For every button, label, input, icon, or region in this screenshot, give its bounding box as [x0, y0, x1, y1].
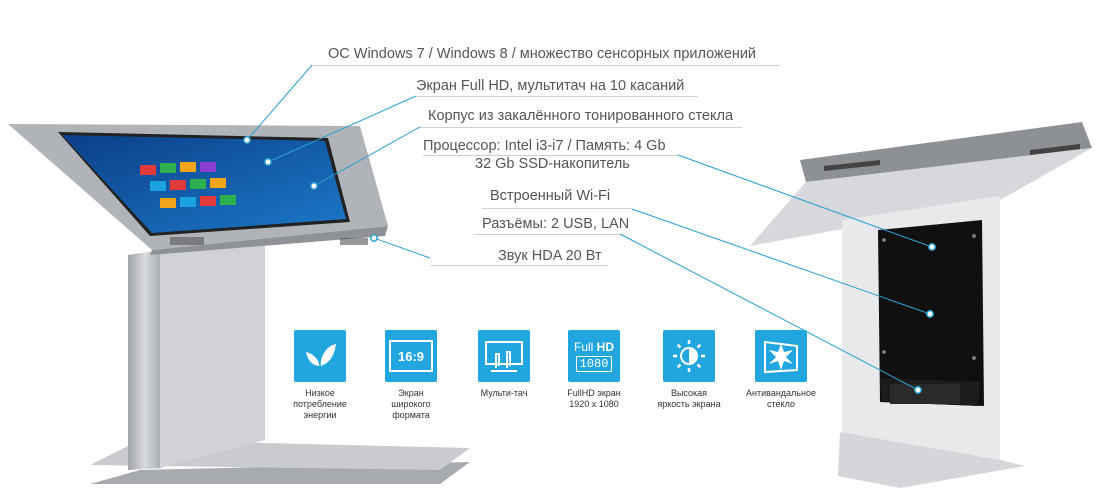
callout-audio: Звук HDA 20 Вт: [498, 248, 602, 264]
screen-tiles: [140, 162, 236, 208]
feature-label: Высокая яркость экрана: [657, 388, 721, 409]
callout-case-underline: [420, 127, 742, 128]
feature-label: FullHD экран 1920 x 1080: [567, 388, 621, 409]
feature-low-power: Низкое потребление энергии: [275, 330, 365, 421]
callout-screen: Экран Full HD, мультитач на 10 касаний: [416, 78, 685, 94]
brightness-icon: [663, 330, 715, 382]
feature-shatterproof: Антивандальное стекло: [736, 330, 826, 410]
aspect-16-9-icon: 16:9: [385, 330, 437, 382]
callout-cpu: Процессор: Intel i3-i7 / Память: 4 Gb: [423, 138, 666, 154]
callout-ssd: 32 Gb SSD-накопитель: [475, 156, 630, 172]
feature-widescreen: 16:9 Экран широкого формата: [366, 330, 456, 421]
feature-multitouch: Мульти-тач: [459, 330, 549, 399]
callout-os: ОС Windows 7 / Windows 8 / множество сен…: [328, 46, 757, 62]
feature-label: Экран широкого формата: [391, 388, 431, 420]
callout-audio-underline: [430, 265, 608, 266]
feature-label: Мульти-тач: [480, 388, 528, 398]
full-hd-badge-1080: 1080: [575, 355, 613, 372]
leader-markers: [243, 136, 936, 394]
leaf-icon: [294, 330, 346, 382]
feature-fullhd: Full HD 1080 FullHD экран 1920 x 1080: [549, 330, 639, 410]
callout-ports: Разъёмы: 2 USB, LAN: [482, 216, 630, 232]
callout-case: Корпус из закалённого тонированного стек…: [428, 108, 734, 124]
aspect-badge: 16:9: [389, 340, 433, 372]
shatterproof-glass-icon: [755, 330, 807, 382]
multitouch-icon: [478, 330, 530, 382]
full-hd-badge-hd: HD: [596, 339, 615, 354]
callout-os-underline: [312, 65, 780, 66]
callout-wifi: Встроенный Wi-Fi: [490, 188, 611, 204]
feature-brightness: Высокая яркость экрана: [644, 330, 734, 410]
callout-ports-underline: [474, 234, 620, 235]
right-kiosk: [750, 122, 1092, 488]
feature-label: Низкое потребление энергии: [293, 388, 347, 420]
callout-screen-underline: [416, 96, 698, 97]
feature-label: Антивандальное стекло: [746, 388, 816, 409]
full-hd-badge-full: Full: [573, 339, 594, 354]
left-kiosk: [8, 124, 470, 484]
callout-wifi-underline: [482, 208, 632, 209]
leader-lines: [246, 64, 933, 391]
callout-cpu-underline: [423, 155, 678, 156]
full-hd-icon: Full HD 1080: [568, 330, 620, 382]
connector-block: [890, 384, 960, 404]
